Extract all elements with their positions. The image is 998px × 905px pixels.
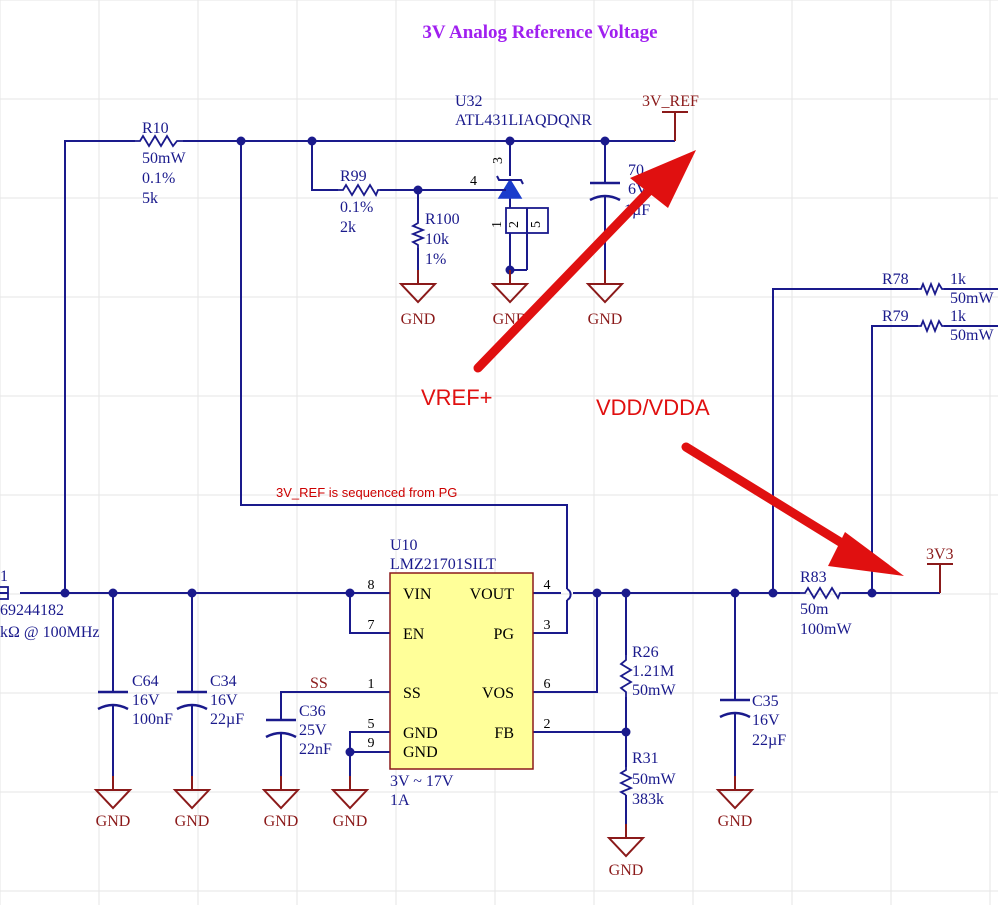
r99-value: 2k bbox=[340, 219, 356, 236]
fb-ref-fragment: 1 bbox=[0, 568, 8, 585]
fb-impedance-fragment: kΩ @ 100MHz bbox=[0, 624, 100, 641]
c34-value: 22µF bbox=[210, 711, 244, 728]
annotation-arrow-vdd bbox=[681, 442, 904, 576]
annotation-arrow-vref bbox=[473, 150, 696, 373]
u32-pin-1: 1 bbox=[490, 221, 505, 228]
u10-pin-vin-label: VIN bbox=[403, 586, 432, 603]
u32-ref: U32 bbox=[455, 93, 483, 110]
c36-ref: C36 bbox=[299, 703, 326, 720]
resistor-symbols bbox=[0, 134, 944, 796]
c64-ref: C64 bbox=[132, 673, 159, 690]
r83-ref: R83 bbox=[800, 569, 827, 586]
u32-diode-symbol bbox=[475, 175, 524, 199]
u32-pin-5: 5 bbox=[529, 221, 544, 228]
c64-value: 100nF bbox=[132, 711, 173, 728]
u10-pin-number-9: 9 bbox=[368, 736, 375, 751]
gnd-label-r100: GND bbox=[401, 311, 436, 328]
u32-pin-2: 2 bbox=[507, 221, 522, 228]
u10-pin-number-8: 8 bbox=[368, 578, 375, 593]
u10-ref: U10 bbox=[390, 537, 418, 554]
r31-ref: R31 bbox=[632, 750, 659, 767]
r78-power: 50mW bbox=[950, 290, 994, 307]
u10-pin-pg-label: PG bbox=[494, 626, 515, 643]
r99-ref: R99 bbox=[340, 168, 367, 185]
u10-pin-number-2: 2 bbox=[544, 717, 551, 732]
u10-pin-vos-label: VOS bbox=[482, 685, 514, 702]
c34-voltage: 16V bbox=[210, 692, 238, 709]
u10-pin-vout-label: VOUT bbox=[470, 586, 515, 603]
r26-ref: R26 bbox=[632, 644, 659, 661]
r10-power: 50mW bbox=[142, 150, 186, 167]
r78-value: 1k bbox=[950, 271, 966, 288]
gnd-label-c35: GND bbox=[718, 813, 753, 830]
u32-pin-4: 4 bbox=[470, 174, 477, 189]
wires bbox=[0, 111, 998, 838]
r100-value: 10k bbox=[425, 231, 449, 248]
r10-ref: R10 bbox=[142, 120, 169, 137]
c35-value: 22µF bbox=[752, 732, 786, 749]
u10-pin-number-7: 7 bbox=[368, 618, 375, 633]
c35-voltage: 16V bbox=[752, 712, 780, 729]
u10-ic[interactable]: VIN EN SS GND GND VOUT PG VOS FB 8 7 1 5… bbox=[368, 572, 551, 770]
fb-part-fragment: 69244182 bbox=[0, 602, 64, 619]
annotation-vref-label: VREF+ bbox=[421, 385, 493, 410]
u10-pin-number-4: 4 bbox=[544, 578, 551, 593]
u10-pin-number-5: 5 bbox=[368, 717, 375, 732]
r100-ref: R100 bbox=[425, 211, 460, 228]
u10-pin-number-1: 1 bbox=[368, 677, 375, 692]
u10-input-range: 3V ~ 17V bbox=[390, 773, 454, 790]
component-labels: R10 50mW 0.1% 5k U32 ATL431LIAQDQNR 3 4 … bbox=[0, 93, 994, 809]
c35-ref: C35 bbox=[752, 693, 779, 710]
r10-value: 5k bbox=[142, 190, 158, 207]
r83-power: 100mW bbox=[800, 621, 852, 638]
r10-tolerance: 0.1% bbox=[142, 170, 175, 187]
gnd-label-c70: GND bbox=[588, 311, 623, 328]
net-ss: SS bbox=[310, 675, 328, 692]
u10-pin-number-3: 3 bbox=[544, 618, 551, 633]
r79-ref: R79 bbox=[882, 308, 909, 325]
r79-power: 50mW bbox=[950, 327, 994, 344]
r83-value: 50m bbox=[800, 601, 829, 618]
gnd-label-c34: GND bbox=[175, 813, 210, 830]
net-3v-ref: 3V_REF bbox=[642, 93, 699, 110]
annotation-vdd-label: VDD/VDDA bbox=[596, 395, 710, 420]
c36-voltage: 25V bbox=[299, 722, 327, 739]
u10-pin-en-label: EN bbox=[403, 626, 425, 643]
capacitor-symbols bbox=[97, 181, 751, 739]
r31-power: 50mW bbox=[632, 771, 676, 788]
u10-part: LMZ21701SILT bbox=[390, 556, 496, 573]
u10-pin-gnd1-label: GND bbox=[403, 725, 438, 742]
r31-value: 383k bbox=[632, 791, 664, 808]
gnd-label-c36: GND bbox=[264, 813, 299, 830]
r26-power: 50mW bbox=[632, 682, 676, 699]
u10-pin-gnd2-label: GND bbox=[403, 744, 438, 761]
r99-tolerance: 0.1% bbox=[340, 199, 373, 216]
gnd-label-u10: GND bbox=[333, 813, 368, 830]
sheet-title: 3V Analog Reference Voltage bbox=[422, 22, 657, 43]
r79-value: 1k bbox=[950, 308, 966, 325]
r26-value: 1.21M bbox=[632, 663, 674, 680]
gnd-label-r31: GND bbox=[609, 862, 644, 879]
gnd-label-c64: GND bbox=[96, 813, 131, 830]
c36-value: 22nF bbox=[299, 741, 332, 758]
net-3v3: 3V3 bbox=[926, 546, 954, 563]
u32-part: ATL431LIAQDQNR bbox=[455, 112, 592, 129]
u32-pin-3: 3 bbox=[491, 157, 506, 164]
u10-pin-fb-label: FB bbox=[494, 725, 514, 742]
r78-ref: R78 bbox=[882, 271, 909, 288]
u10-pin-ss-label: SS bbox=[403, 685, 421, 702]
c64-voltage: 16V bbox=[132, 692, 160, 709]
c34-ref: C34 bbox=[210, 673, 237, 690]
sequencing-note: 3V_REF is sequenced from PG bbox=[276, 485, 457, 500]
u10-current: 1A bbox=[390, 792, 410, 809]
r100-tolerance: 1% bbox=[425, 251, 446, 268]
u10-pin-number-6: 6 bbox=[544, 677, 551, 692]
